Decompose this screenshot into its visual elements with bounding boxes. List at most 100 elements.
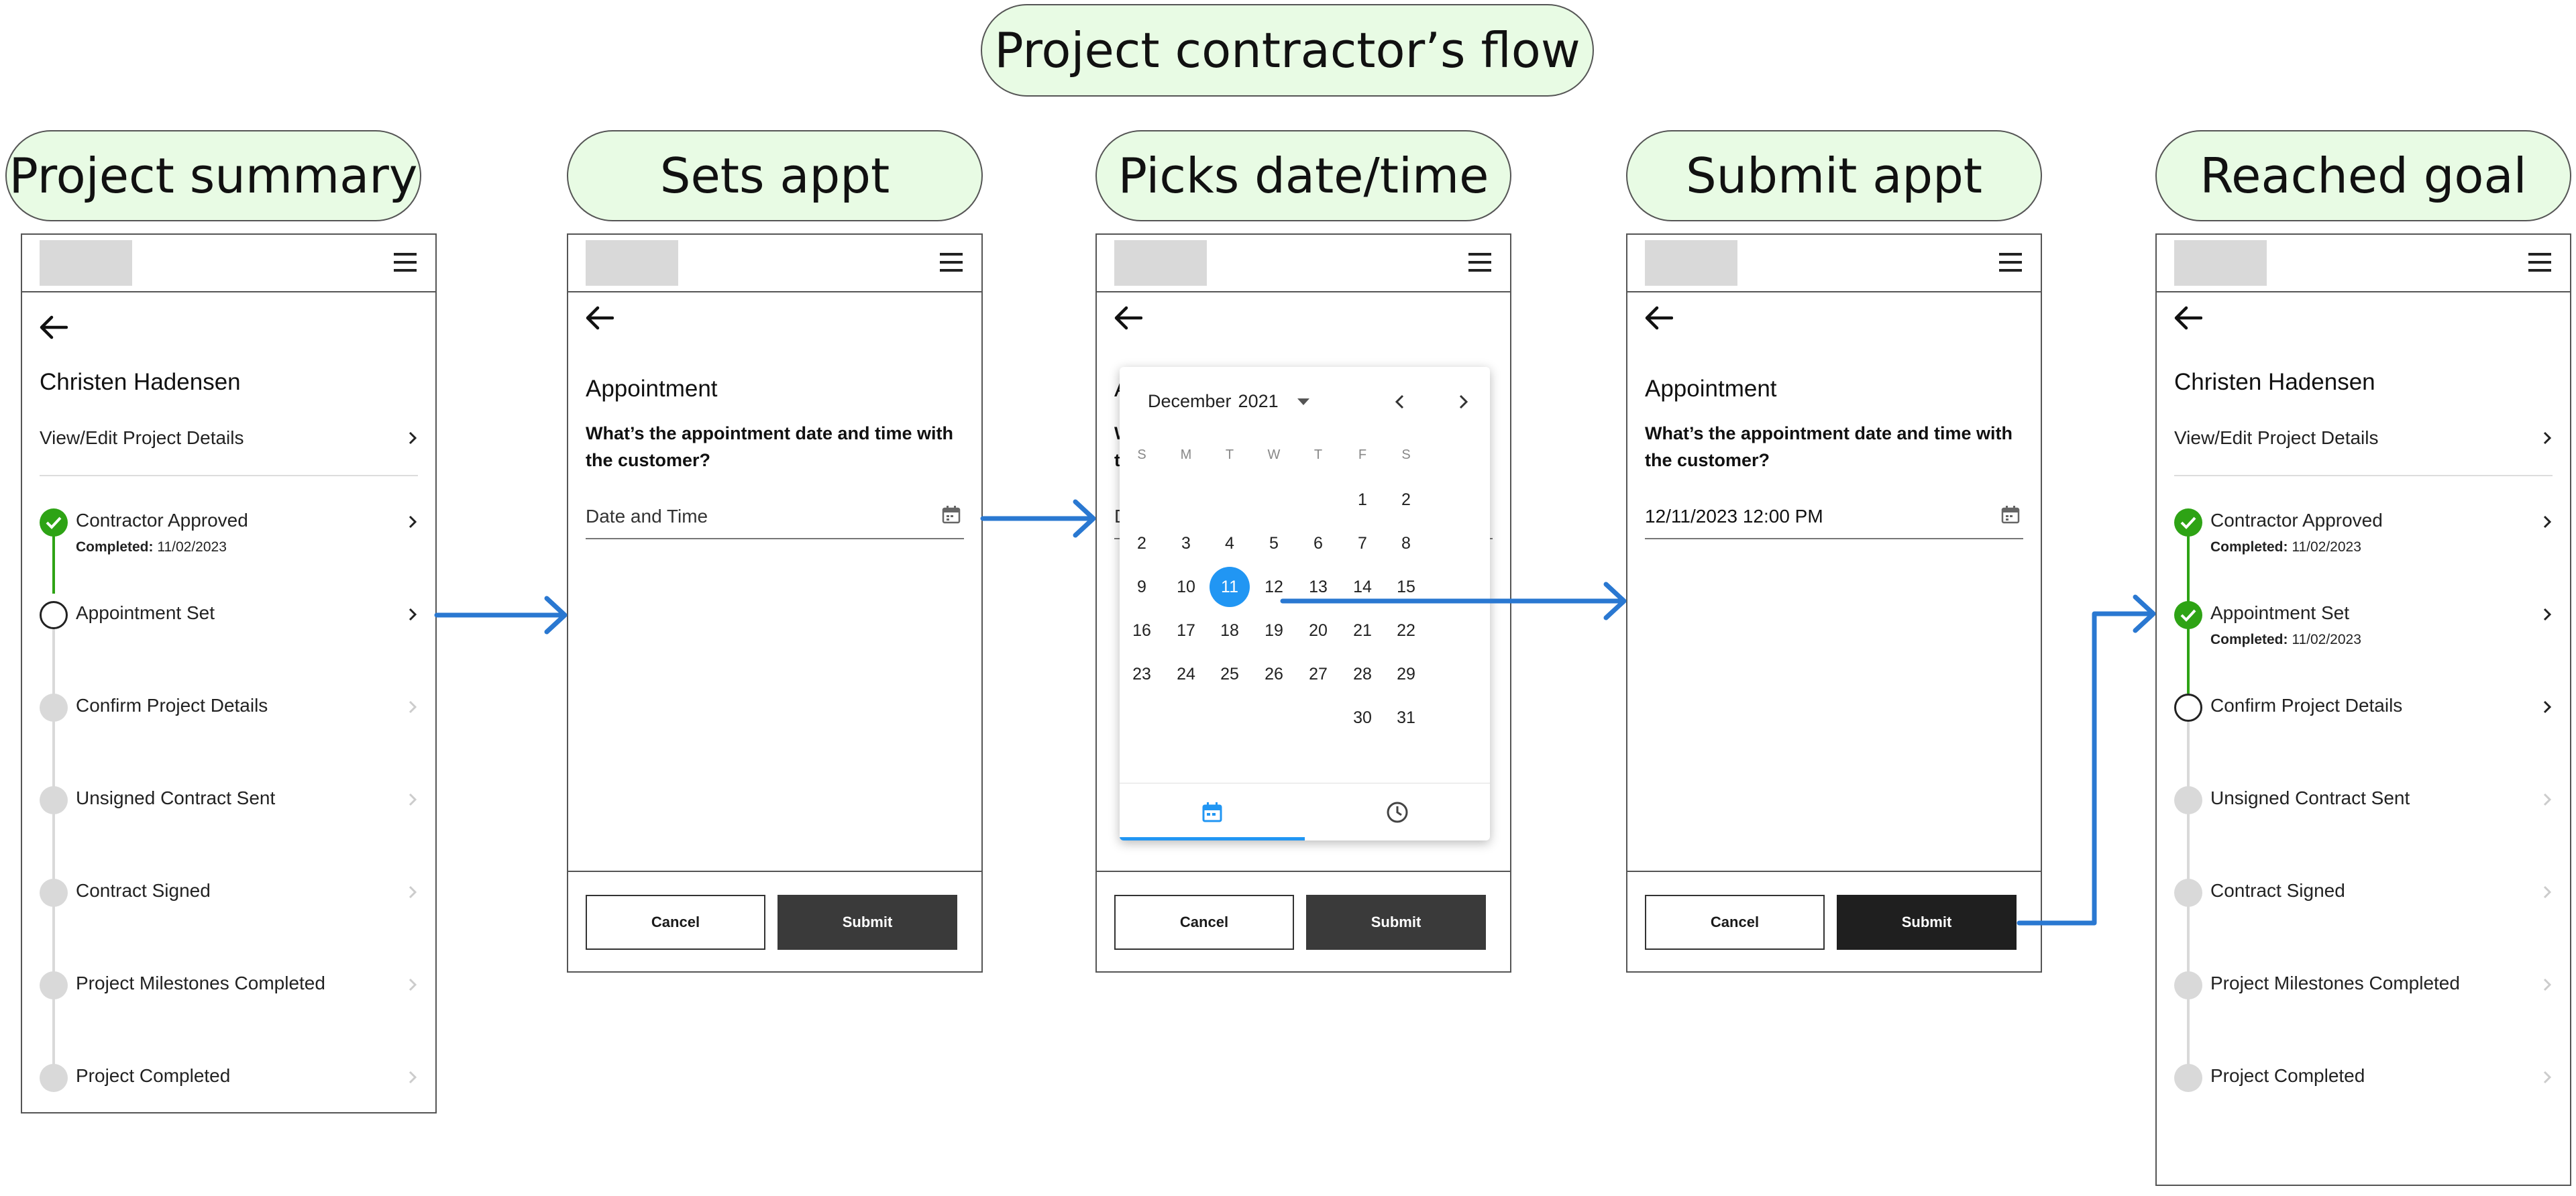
calendar-day[interactable]: 23	[1132, 664, 1151, 684]
step-project-completed: Project Completed	[2174, 1064, 2553, 1124]
back-arrow-icon[interactable]	[2173, 305, 2203, 331]
chevron-right-icon	[2543, 793, 2552, 806]
step-contractor-approved[interactable]: Contractor Approved Completed: 11/02/202…	[40, 508, 418, 569]
app-header	[2157, 235, 2570, 292]
back-arrow-icon[interactable]	[1113, 305, 1143, 331]
step-completed-date: Completed: 11/02/2023	[2210, 539, 2361, 555]
calendar-day[interactable]: 31	[1397, 708, 1415, 727]
appointment-question: What’s the appointment date and time wit…	[586, 423, 954, 470]
picker-month: December	[1148, 391, 1232, 411]
calendar-icon[interactable]	[941, 504, 961, 525]
pending-step-circle-icon	[40, 879, 68, 907]
chevron-right-icon	[2543, 978, 2552, 991]
calendar-icon	[1202, 802, 1222, 822]
month-year-selector[interactable]: December 2021	[1148, 391, 1309, 412]
back-arrow-icon[interactable]	[38, 314, 68, 341]
calendar-day[interactable]: 2	[1401, 490, 1411, 509]
calendar-icon[interactable]	[2000, 504, 2021, 525]
calendar-day[interactable]: 8	[1401, 533, 1411, 553]
calendar-day[interactable]: 4	[1225, 533, 1234, 553]
form-footer: Cancel Submit	[568, 871, 981, 971]
step-contractor-approved[interactable]: Contractor Approved Completed: 11/02/202…	[2174, 508, 2553, 569]
cancel-button[interactable]: Cancel	[1645, 895, 1825, 950]
step-label: Appointment Set	[2210, 602, 2350, 623]
step-label: Confirm Project Details	[2210, 695, 2403, 716]
hamburger-menu-icon[interactable]	[2528, 251, 2551, 274]
customer-name: Christen Hadensen	[2174, 369, 2375, 395]
next-month-button[interactable]	[1452, 391, 1474, 413]
weekday-header: S	[1401, 447, 1411, 462]
pending-step-circle-icon	[2174, 786, 2202, 814]
step-label: Contract Signed	[2210, 880, 2345, 901]
previous-month-button[interactable]	[1389, 391, 1411, 413]
calendar-day[interactable]: 10	[1177, 577, 1195, 596]
calendar-day[interactable]: 6	[1313, 533, 1323, 553]
calendar-day[interactable]: 30	[1353, 708, 1372, 727]
calendar-day[interactable]: 16	[1132, 620, 1151, 640]
view-edit-project-details-link[interactable]: View/Edit Project Details	[2174, 415, 2553, 461]
calendar-day[interactable]: 19	[1265, 620, 1283, 640]
submit-button[interactable]: Submit	[1837, 895, 2017, 950]
step-appointment-set[interactable]: Appointment Set Completed: 11/02/2023	[2174, 601, 2553, 661]
arrow-sets-appt-to-picker	[980, 499, 1096, 538]
date-time-input[interactable]: Date and Time	[586, 502, 964, 539]
calendar-day[interactable]: 9	[1137, 577, 1146, 596]
step-label: Contractor Approved	[2210, 510, 2383, 531]
submit-button[interactable]: Submit	[1306, 895, 1486, 950]
calendar-day[interactable]: 21	[1353, 620, 1372, 640]
calendar-day[interactable]: 15	[1397, 577, 1415, 596]
step-confirm-project-details: Confirm Project Details	[40, 694, 418, 754]
calendar-day[interactable]: 5	[1269, 533, 1279, 553]
active-tab-indicator	[1120, 837, 1305, 840]
calendar-day[interactable]: 2	[1137, 533, 1146, 553]
calendar-day[interactable]: 22	[1397, 620, 1415, 640]
cancel-button[interactable]: Cancel	[1114, 895, 1294, 950]
back-arrow-icon[interactable]	[584, 305, 614, 331]
divider	[40, 475, 418, 476]
check-circle-icon	[2174, 508, 2202, 537]
chevron-right-icon	[2543, 431, 2552, 445]
step-completed-date: Completed: 11/02/2023	[2210, 632, 2361, 647]
tab-clock[interactable]	[1305, 783, 1490, 840]
pending-step-circle-icon	[40, 694, 68, 722]
pending-step-circle-icon	[40, 786, 68, 814]
step-completed-date: Completed: 11/02/2023	[76, 539, 227, 555]
calendar-day[interactable]: 27	[1309, 664, 1328, 684]
step-confirm-project-details[interactable]: Confirm Project Details	[2174, 694, 2553, 754]
submit-button[interactable]: Submit	[777, 895, 957, 950]
calendar-day[interactable]: 25	[1220, 664, 1239, 684]
calendar-day[interactable]: 18	[1220, 620, 1239, 640]
calendar-day[interactable]: 26	[1265, 664, 1283, 684]
pending-step-circle-icon	[2174, 879, 2202, 907]
hamburger-menu-icon[interactable]	[1999, 251, 2022, 274]
arrow-summary-to-sets-appt	[434, 596, 568, 635]
calendar-day[interactable]: 29	[1397, 664, 1415, 684]
hamburger-menu-icon[interactable]	[394, 251, 417, 274]
hamburger-menu-icon[interactable]	[1468, 251, 1491, 274]
view-edit-project-details-link[interactable]: View/Edit Project Details	[40, 415, 418, 461]
calendar-day[interactable]: 14	[1353, 577, 1372, 596]
calendar-day[interactable]: 28	[1353, 664, 1372, 684]
calendar-day[interactable]: 13	[1309, 577, 1328, 596]
calendar-day[interactable]: 20	[1309, 620, 1328, 640]
step-appointment-set[interactable]: Appointment Set	[40, 601, 418, 661]
calendar-day[interactable]: 17	[1177, 620, 1195, 640]
date-time-input[interactable]: 12/11/2023 12:00 PM	[1645, 502, 2023, 539]
calendar-day[interactable]: 12	[1265, 577, 1283, 596]
screen-reached-goal: Christen Hadensen View/Edit Project Deta…	[2155, 233, 2571, 1186]
calendar-day[interactable]: 11	[1210, 567, 1250, 607]
calendar-day[interactable]: 24	[1177, 664, 1195, 684]
back-arrow-icon[interactable]	[1644, 305, 1674, 331]
tab-calendar[interactable]	[1120, 783, 1305, 840]
calendar-day[interactable]: 7	[1358, 533, 1367, 553]
hamburger-menu-icon[interactable]	[940, 251, 963, 274]
calendar-day[interactable]: 1	[1358, 490, 1367, 509]
picker-mode-tabs	[1120, 783, 1490, 840]
calendar-day[interactable]: 3	[1181, 533, 1191, 553]
step-label: Confirm Project Details	[76, 695, 268, 716]
cancel-button[interactable]: Cancel	[586, 895, 765, 950]
weekday-header: T	[1313, 447, 1323, 462]
pending-step-circle-icon	[40, 1064, 68, 1092]
step-project-completed: Project Completed	[40, 1064, 418, 1112]
